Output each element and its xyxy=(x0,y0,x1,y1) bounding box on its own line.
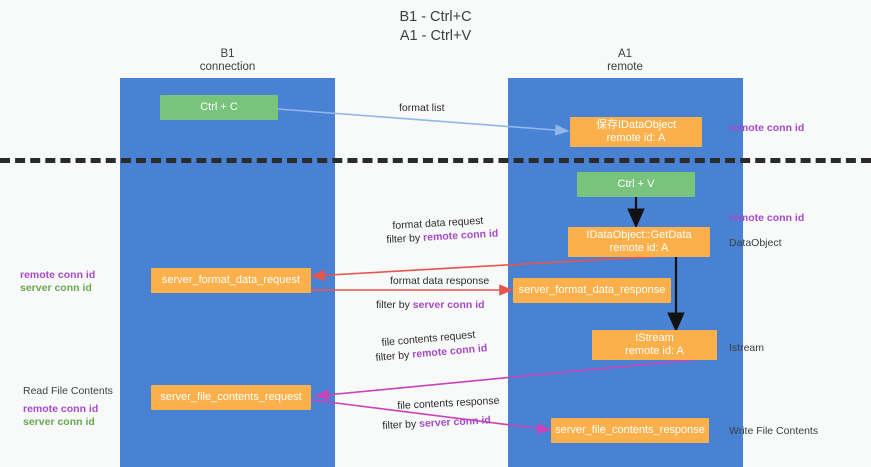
filter-key: server conn id xyxy=(418,414,492,431)
filter-prefix: filter by xyxy=(382,418,420,432)
edge-label-format-data-response: format data response xyxy=(390,275,490,287)
label-left-server-conn-id-2: server conn id xyxy=(23,416,95,428)
label-left-server-conn-id: server conn id xyxy=(20,282,92,294)
column-header-b1: B1 connection xyxy=(199,48,256,73)
ctrl-c-ctrl-v-divider xyxy=(0,158,871,163)
filter-prefix: filter by xyxy=(386,231,424,246)
label-left-remote-conn-id-2: remote conn id xyxy=(23,403,99,415)
filter-key: server conn id xyxy=(412,299,485,311)
box-server-format-data-request[interactable]: server_format_data_request xyxy=(151,268,311,293)
column-header-a1: A1 remote xyxy=(607,48,643,73)
box-server-file-contents-request[interactable]: server_file_contents_request xyxy=(151,385,311,410)
box-ctrl-v[interactable]: Ctrl + V xyxy=(577,172,695,197)
label-remote-conn-id-mid: remote conn id xyxy=(729,212,805,224)
box-server-format-data-response[interactable]: server_format_data_response xyxy=(513,278,671,303)
filter-prefix: filter by xyxy=(375,348,413,364)
diagram-title: B1 - Ctrl+C A1 - Ctrl+V xyxy=(399,9,472,44)
edge-label-file-contents-response-filter: filter by server conn id xyxy=(382,413,491,433)
box-idataobject-getdata[interactable]: IDataObject::GetData remote id: A xyxy=(568,227,710,257)
box-save-idataobject[interactable]: 保存IDataObject remote id: A xyxy=(570,117,702,147)
edge-label-format-list: format list xyxy=(399,102,445,114)
label-dataobject: DataObject xyxy=(729,237,782,249)
edge-label-format-data-response-filter: filter by server conn id xyxy=(376,298,485,312)
label-write-file-contents: Write File Contents xyxy=(729,425,819,437)
filter-prefix: filter by xyxy=(376,299,413,311)
label-istream: Istream xyxy=(729,342,765,354)
label-remote-conn-id-top: remote conn id xyxy=(729,122,805,134)
box-server-file-contents-response[interactable]: server_file_contents_response xyxy=(551,418,709,443)
label-read-file-contents: Read File Contents xyxy=(23,385,113,397)
box-istream[interactable]: IStream remote id: A xyxy=(592,330,717,360)
label-left-remote-conn-id: remote conn id xyxy=(20,269,96,281)
edge-label-file-contents-response: file contents response xyxy=(397,394,500,412)
box-ctrl-c[interactable]: Ctrl + C xyxy=(160,95,278,120)
filter-key: remote conn id xyxy=(422,227,499,244)
